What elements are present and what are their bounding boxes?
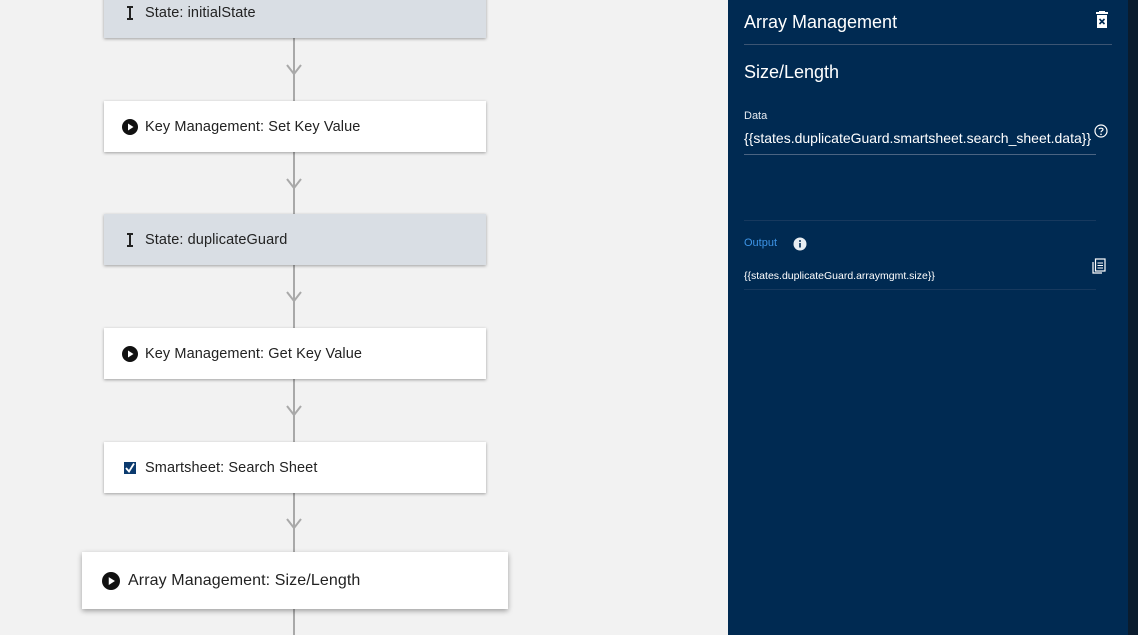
- data-input[interactable]: {{states.duplicateGuard.smartsheet.searc…: [744, 130, 1092, 146]
- delete-icon[interactable]: [1094, 11, 1110, 34]
- info-icon[interactable]: [793, 237, 807, 256]
- flow-node-label: Smartsheet: Search Sheet: [145, 459, 318, 476]
- properties-panel: Array Management Size/Length Data {{stat…: [728, 0, 1128, 635]
- flow-node-label: State: duplicateGuard: [145, 231, 288, 248]
- flow-connector: [293, 609, 295, 635]
- data-input-underline: [744, 154, 1096, 155]
- output-value: {{states.duplicateGuard.arraymgmt.size}}: [744, 270, 935, 282]
- divider: [744, 289, 1096, 290]
- state-marker-icon: [122, 5, 138, 21]
- flow-node-smartsheet-search-sheet[interactable]: Smartsheet: Search Sheet: [104, 442, 486, 493]
- smartsheet-logo-icon: [122, 460, 138, 476]
- output-label: Output: [744, 237, 778, 249]
- scrollbar[interactable]: [1128, 0, 1138, 635]
- chevron-down-icon: [285, 290, 303, 304]
- flow-connector: [293, 38, 295, 101]
- flow-node-state-initialstate[interactable]: State: initialState: [104, 0, 486, 38]
- chevron-down-icon: [285, 404, 303, 418]
- flow-node-get-key-value[interactable]: Key Management: Get Key Value: [104, 328, 486, 379]
- play-circle-icon: [122, 118, 138, 135]
- play-circle-icon: [102, 571, 120, 590]
- data-field-label: Data: [744, 110, 768, 122]
- section-title: Size/Length: [744, 62, 840, 82]
- flow-node-set-key-value[interactable]: Key Management: Set Key Value: [104, 101, 486, 152]
- chevron-down-icon: [285, 517, 303, 531]
- flow-node-label: Array Management: Size/Length: [128, 571, 361, 589]
- flow-node-label: Key Management: Set Key Value: [145, 118, 361, 135]
- flow-canvas[interactable]: State: initialState Key Management: Set …: [0, 0, 728, 635]
- state-marker-icon: [122, 232, 138, 248]
- divider: [744, 44, 1112, 45]
- flow-connector: [293, 379, 295, 443]
- play-circle-icon: [122, 345, 138, 362]
- flow-node-state-duplicateguard[interactable]: State: duplicateGuard: [104, 214, 486, 265]
- copy-icon[interactable]: [1092, 258, 1106, 279]
- flow-node-label: Key Management: Get Key Value: [145, 345, 363, 362]
- flow-node-label: State: initialState: [145, 4, 256, 21]
- divider: [744, 220, 1096, 221]
- flow-connector: [293, 493, 295, 552]
- chevron-down-icon: [285, 177, 303, 191]
- panel-title: Array Management: [744, 12, 898, 32]
- flow-connector: [293, 152, 295, 214]
- flow-node-array-management-size-length[interactable]: Array Management: Size/Length: [82, 552, 508, 609]
- chevron-down-icon: [285, 63, 303, 77]
- help-icon[interactable]: [1094, 124, 1108, 143]
- flow-connector: [293, 265, 295, 329]
